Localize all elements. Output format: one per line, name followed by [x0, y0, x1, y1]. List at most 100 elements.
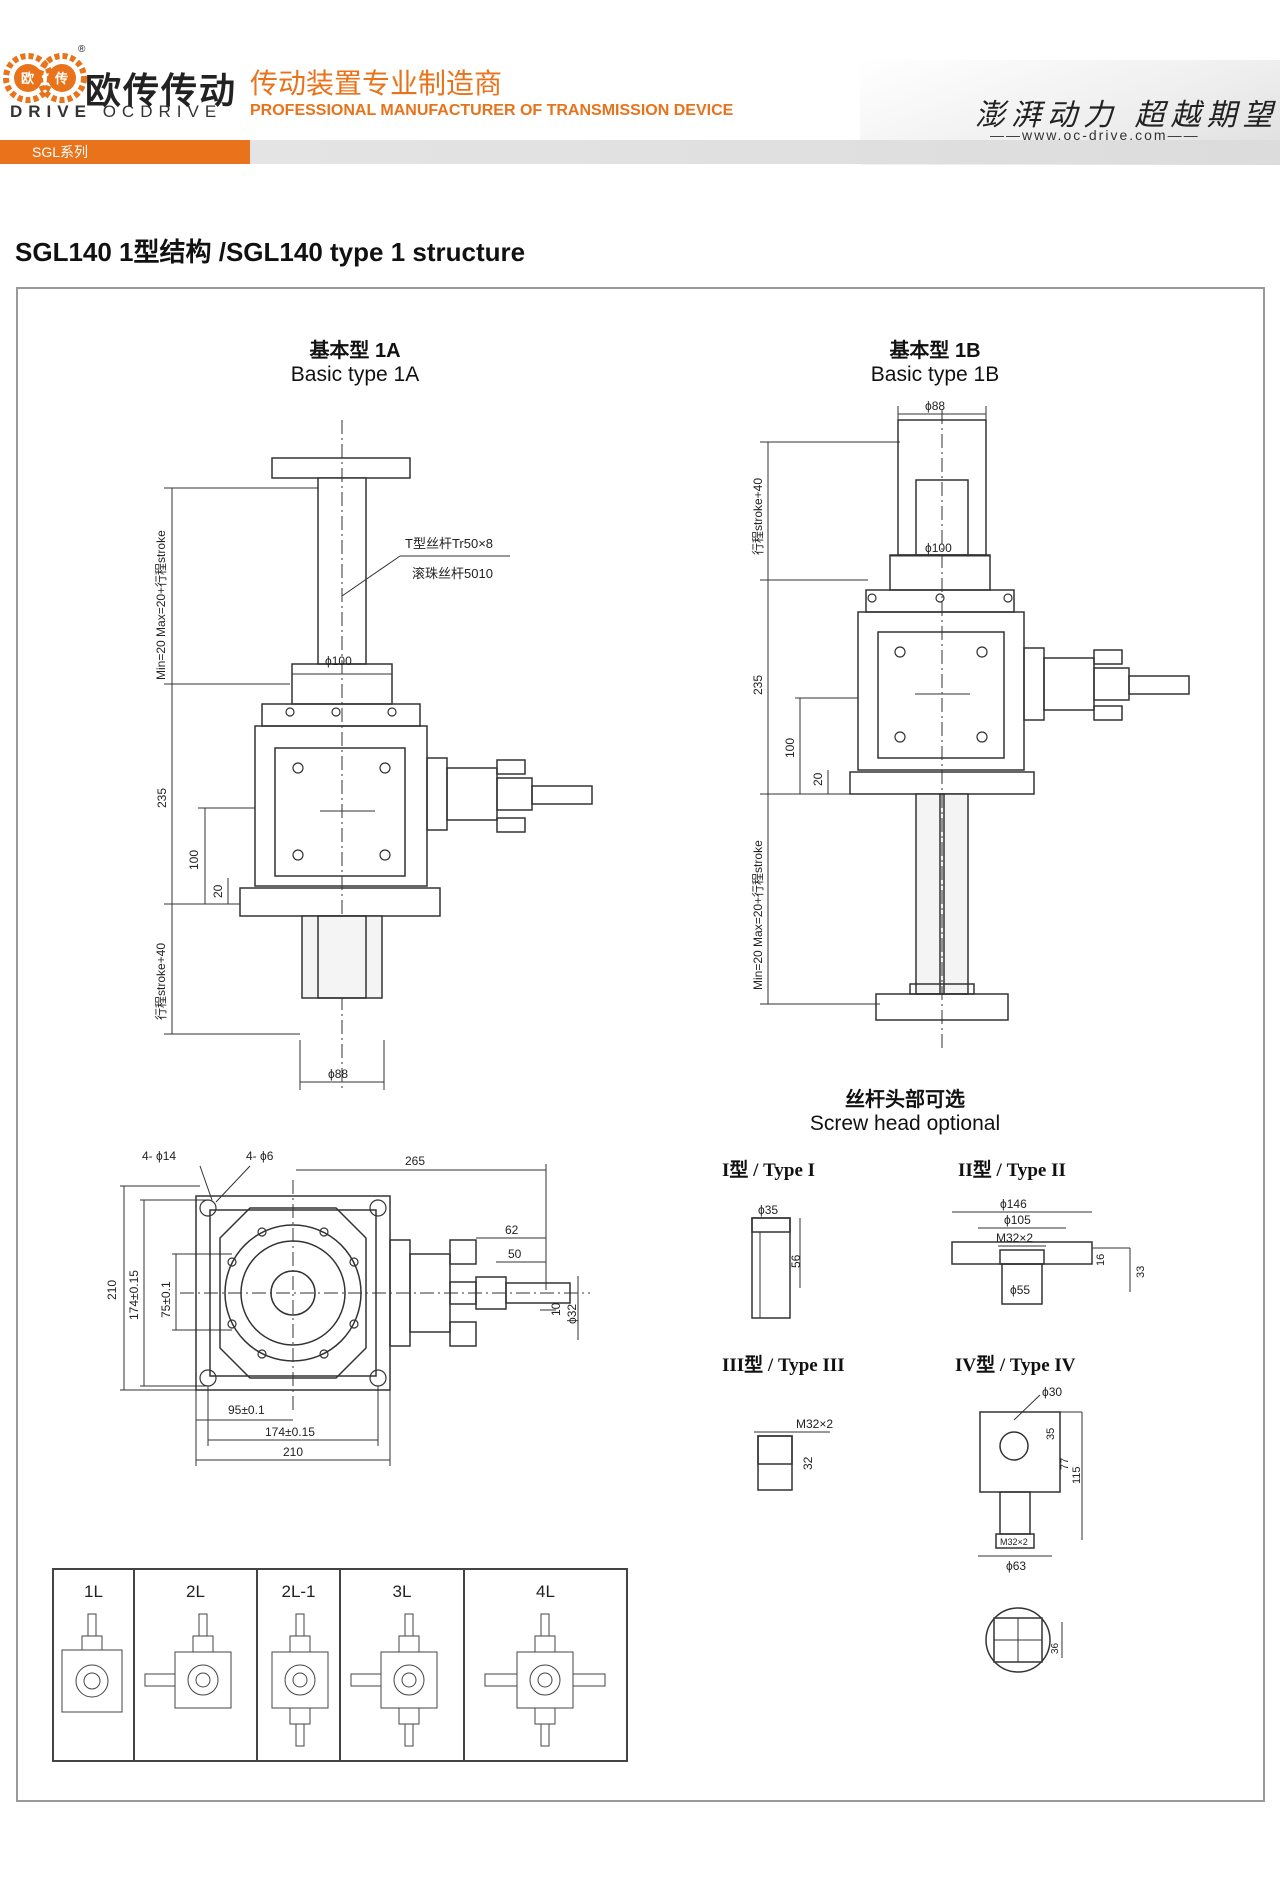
mount-col-label: 2L-1 [281, 1582, 316, 1601]
type-4-label: IV型 / Type IV [955, 1355, 1076, 1376]
t4-35-label: 35 [1045, 1428, 1057, 1440]
mount-4l-icon [484, 1613, 606, 1747]
top-174h-label: 174±0.15 [265, 1425, 315, 1439]
v1b-100-label: 100 [783, 738, 797, 758]
type-2-label: II型 / Type II [958, 1160, 1066, 1181]
top-holes6-label: 4- ϕ6 [246, 1149, 274, 1163]
t4-36-label: 36 [1050, 1642, 1061, 1654]
mount-col-1l[interactable]: 1L [54, 1570, 135, 1760]
top-view-drawing: 4- ϕ14 4- ϕ6 265 62 50 210 174±0.15 75±0… [105, 1149, 590, 1466]
top-holes14-label: 4- ϕ14 [142, 1149, 176, 1163]
screw-head-title-en: Screw head optional [809, 1112, 1001, 1135]
company-logo-icon: 欧 传 ® [3, 44, 87, 103]
t4-115-label: 115 [1071, 1466, 1083, 1484]
page-title: SGL140 1型结构 /SGL140 type 1 structure [15, 237, 526, 267]
t1-phi35-label: ϕ35 [758, 1203, 778, 1217]
mount-col-3l[interactable]: 3L [341, 1570, 465, 1760]
v1a-phi88-label: ϕ88 [328, 1067, 348, 1081]
logo-en-rest: OCDRIVE [102, 102, 223, 121]
page-header: 欧 传 ® 欧传传动 DRIVE OCDRIVE 传动装置专业制造商 PROFE… [0, 0, 1280, 165]
t2-phi146-label: ϕ146 [1000, 1197, 1027, 1211]
v1a-screw-ball-label: 滚珠丝杆5010 [412, 566, 493, 581]
top-50-label: 50 [508, 1247, 522, 1261]
top-210v-label: 210 [105, 1280, 119, 1300]
type-3-drawing: M32×2 32 [754, 1417, 833, 1491]
screw-head-title-cn: 丝杆头部可选 [845, 1089, 965, 1111]
mount-col-2l[interactable]: 2L [135, 1570, 258, 1760]
t2-phi105-label: ϕ105 [1004, 1213, 1031, 1227]
drawing-frame [16, 287, 1265, 1802]
v1a-235-label: 235 [155, 788, 169, 808]
mount-col-label: 3L [392, 1582, 412, 1601]
screw-head-title: 丝杆头部可选 Screw head optional [780, 1083, 1030, 1136]
mount-col-2l-1[interactable]: 2L-1 [258, 1570, 341, 1760]
view-1b-title-cn: 基本型 1B [889, 340, 981, 362]
mount-3l-icon [350, 1613, 438, 1747]
view-1a-title-cn: 基本型 1A [309, 340, 401, 362]
view-1b-drawing: ϕ88 行程stroke+40 ϕ100 235 100 20 Min=20 M… [750, 399, 1190, 1050]
mount-2l-icon [144, 1613, 232, 1709]
mount-col-4l[interactable]: 4L [465, 1570, 626, 1760]
top-174v-label: 174±0.15 [127, 1270, 141, 1320]
view-1a-title-en: Basic type 1A [290, 363, 420, 386]
type-4-drawing: ϕ30 35 77 115 M32×2 ϕ63 36 [978, 1385, 1083, 1673]
company-motto: 澎湃动力 超越期望 [975, 98, 1279, 133]
v1b-phi100-label: ϕ100 [925, 541, 952, 555]
logo-badge-1: 欧 [21, 71, 34, 86]
top-62-label: 62 [505, 1223, 519, 1237]
logo-text-cn: 欧传传动 [85, 70, 238, 111]
slogan-cn: 传动装置专业制造商 [250, 68, 503, 99]
view-1b-title-en: Basic type 1B [870, 363, 1000, 386]
view-1a-title: 基本型 1A Basic type 1A [255, 334, 455, 387]
t2-16-label: 16 [1095, 1254, 1107, 1266]
t3-m32-label: M32×2 [796, 1417, 833, 1431]
v1a-100-label: 100 [187, 850, 201, 870]
type-2-drawing: ϕ146 ϕ105 M32×2 16 33 ϕ55 [951, 1197, 1147, 1305]
type-3-label: III型 / Type III [722, 1355, 845, 1376]
view-1b-title: 基本型 1B Basic type 1B [835, 334, 1035, 387]
t4-m32-label: M32×2 [1000, 1537, 1028, 1547]
top-265-label: 265 [405, 1154, 425, 1168]
series-tab[interactable]: SGL系列 [0, 140, 250, 164]
mounting-table: 1L 2L 2L-1 3L 4L [52, 1568, 628, 1762]
registered-mark: ® [78, 44, 86, 55]
mount-2l-1-icon [271, 1613, 329, 1747]
t4-77-label: 77 [1059, 1458, 1071, 1470]
v1a-stroke-top-label: Min=20 Max=20+行程stroke [153, 530, 168, 680]
mount-col-label: 1L [84, 1582, 103, 1601]
t2-m32-label: M32×2 [996, 1231, 1033, 1245]
v1b-phi88-label: ϕ88 [925, 399, 945, 413]
mount-col-label: 4L [536, 1582, 555, 1601]
t3-32-label: 32 [801, 1456, 815, 1470]
logo-text-en: DRIVE OCDRIVE [10, 102, 222, 122]
v1b-stroke-top-label: 行程stroke+40 [750, 478, 765, 555]
logo-badge-2: 传 [54, 71, 68, 86]
v1a-phi100-label: ϕ100 [325, 654, 352, 668]
v1a-stroke-bottom-label: 行程stroke+40 [153, 943, 168, 1020]
website-link[interactable]: ——www.oc-drive.com—— [990, 127, 1200, 143]
t1-56-label: 56 [789, 1254, 803, 1268]
v1b-20-label: 20 [811, 772, 825, 786]
top-phi32-label: ϕ32 [565, 1304, 579, 1324]
website-url[interactable]: www.oc-drive.com [1022, 127, 1168, 143]
type-1-label: I型 / Type I [722, 1160, 816, 1181]
v1b-stroke-bottom-label: Min=20 Max=20+行程stroke [750, 840, 765, 990]
v1a-screw-t-label: T型丝杆Tr50×8 [405, 536, 493, 551]
slogan-en: PROFESSIONAL MANUFACTURER OF TRANSMISSIO… [250, 102, 734, 119]
v1b-235-label: 235 [751, 675, 765, 695]
t4-phi30-label: ϕ30 [1042, 1385, 1062, 1399]
type-1-drawing: ϕ35 56 [751, 1203, 803, 1319]
t2-phi55-label: ϕ55 [1010, 1283, 1030, 1297]
t2-33-label: 33 [1135, 1266, 1147, 1278]
top-75v-label: 75±0.1 [159, 1281, 173, 1318]
view-1a-drawing: Min=20 Max=20+行程stroke T型丝杆Tr50×8 滚珠丝杆50… [153, 420, 593, 1090]
top-95-label: 95±0.1 [228, 1403, 265, 1417]
logo-en-bold: DRIVE [10, 102, 92, 121]
v1a-20-label: 20 [211, 884, 225, 898]
top-10-label: 10 [549, 1302, 563, 1316]
t4-phi63-label: ϕ63 [1006, 1559, 1026, 1573]
top-210h-label: 210 [283, 1445, 303, 1459]
mount-1l-icon [61, 1613, 123, 1713]
mount-col-label: 2L [186, 1582, 205, 1601]
